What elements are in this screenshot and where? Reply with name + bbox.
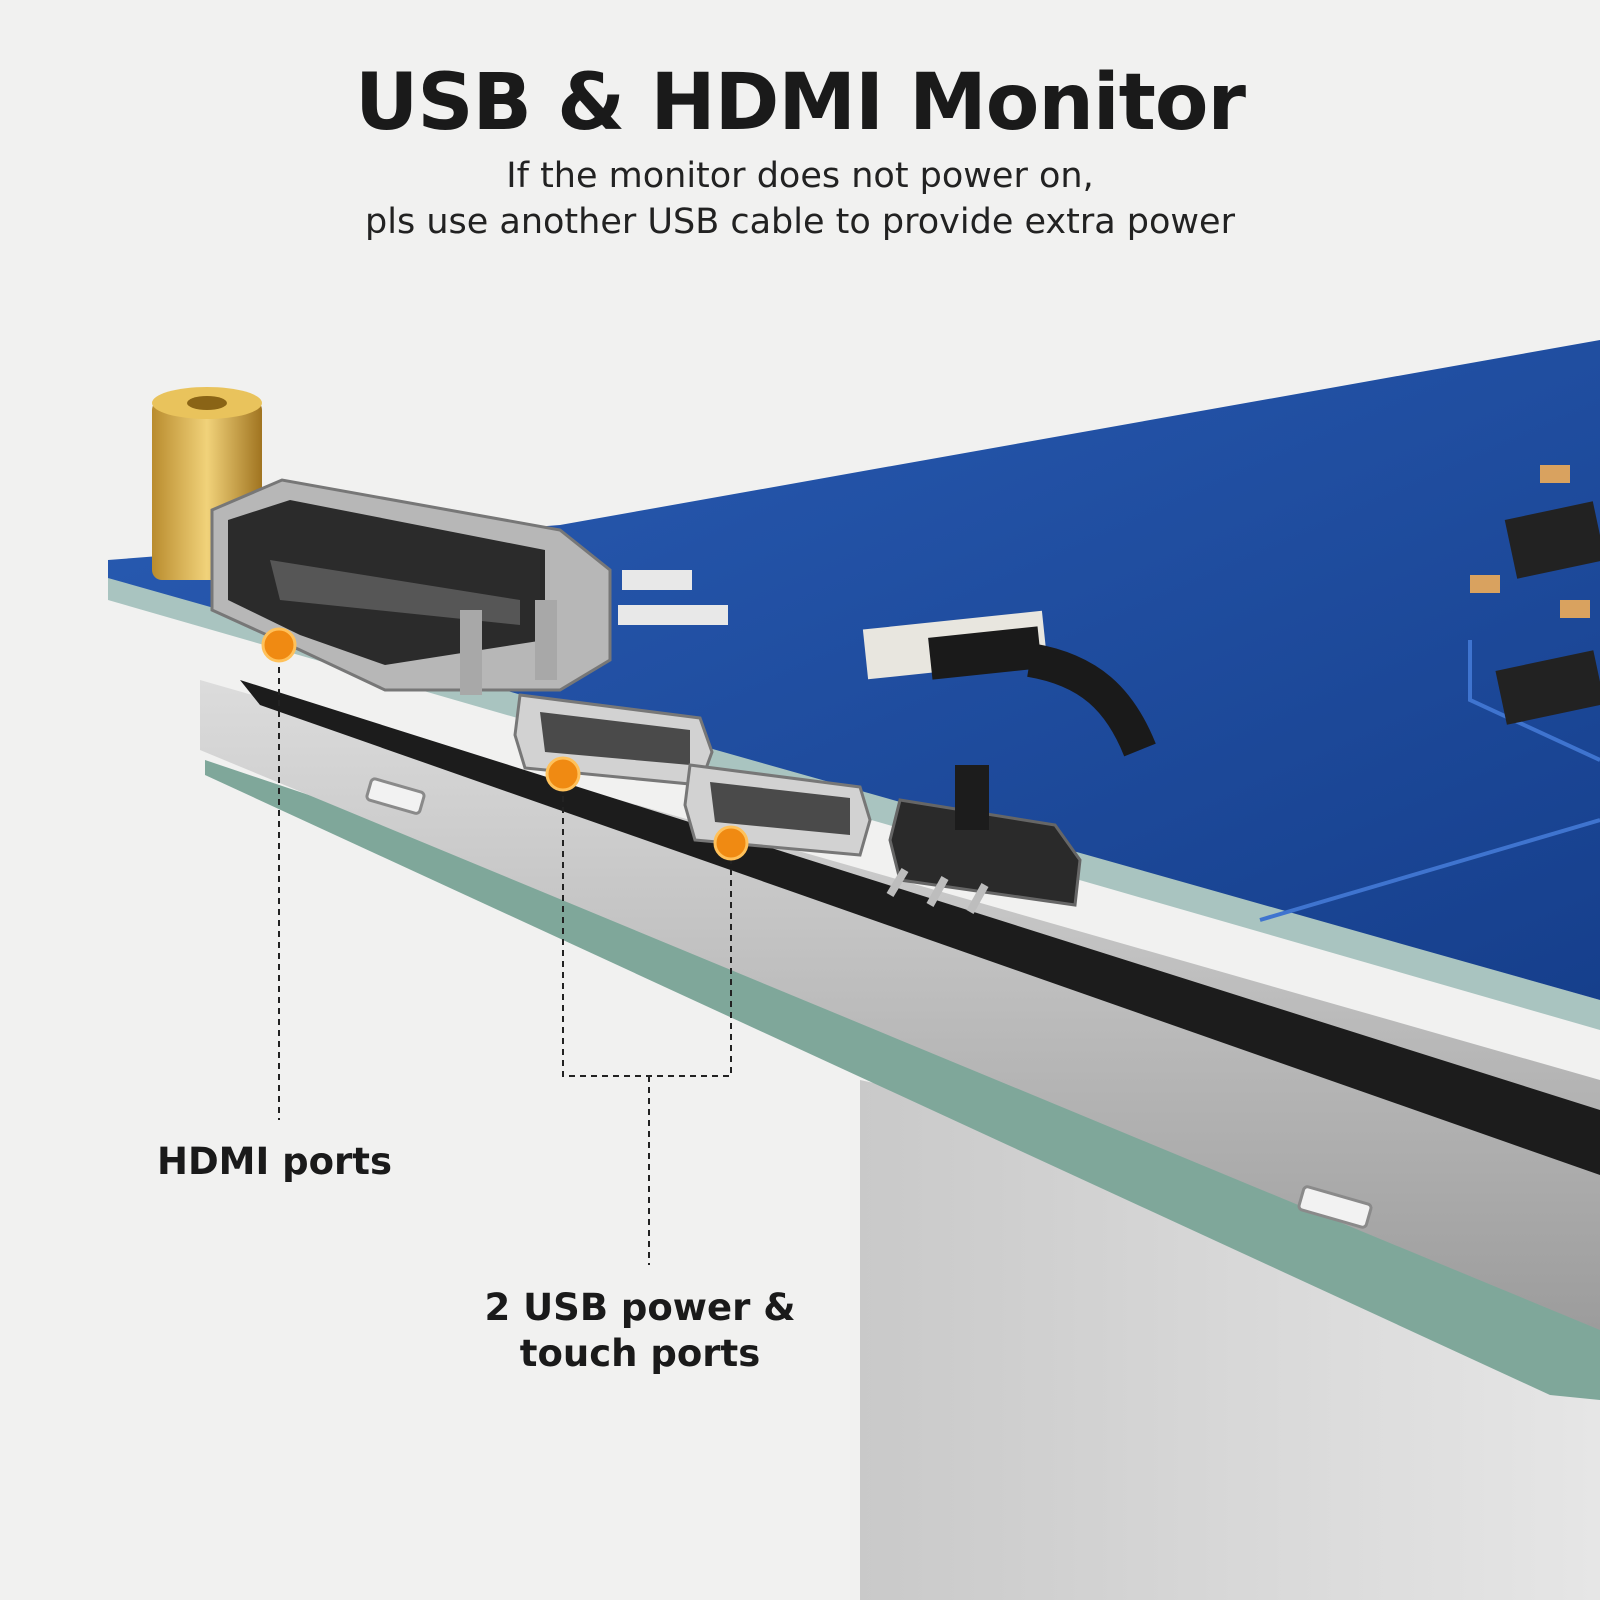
smd-component [1540,465,1570,483]
hdmi-inner-tongue [270,560,520,625]
hdmi-ports-label: HDMI ports [157,1140,393,1183]
hdmi-leg [535,600,557,680]
usb-marker-dot-1 [545,756,581,792]
smd-component [618,605,728,625]
switch-knob [955,765,989,830]
fpc-latch [928,626,1042,680]
usb-port-1-opening [540,712,690,765]
pcb-trace [1468,640,1600,762]
usb-ports-label-line-1: 2 USB power & [484,1286,796,1329]
switch-pin [886,867,909,898]
display-dark-bezel [240,680,1600,1175]
subtitle-line-2: pls use another USB cable to provide ext… [365,202,1235,242]
display-glass-edge [205,760,1600,1400]
ribbon-cable [1026,643,1156,757]
usb-ports-label-line-2: touch ports [519,1332,761,1375]
frame-slot [1297,1185,1373,1229]
subtitle-line-1: If the monitor does not power on, [506,156,1094,196]
frame-slot [365,777,426,815]
usb-port-2-opening [710,782,850,835]
smd-component [622,570,692,590]
pcb-trace [1259,818,1600,922]
display-metal-frame [200,680,1600,1330]
page-title: USB & HDMI Monitor [355,58,1246,148]
slide-switch [888,798,1082,907]
pcb-board [108,340,1600,1000]
smd-component [1470,575,1500,593]
smd-component [1560,600,1590,618]
hdmi-marker-dot [261,627,297,663]
ic-chip [1495,650,1600,725]
hdmi-leg [460,610,482,695]
ic-chip [1504,501,1600,579]
usb-marker-dot-2 [713,825,749,861]
switch-pin [966,883,989,914]
switch-pin [926,876,949,907]
standoff-hole [187,396,227,410]
usb-leader-bracket [562,774,732,1077]
